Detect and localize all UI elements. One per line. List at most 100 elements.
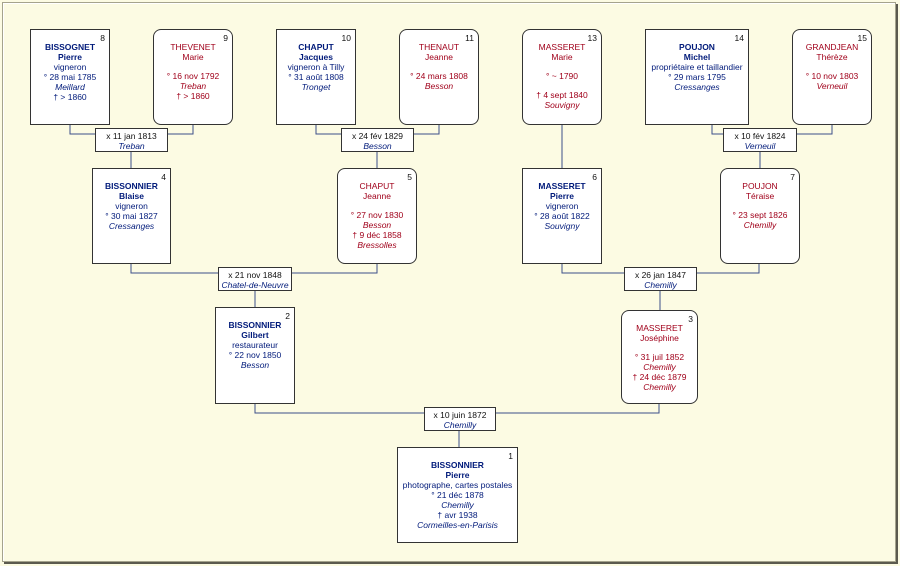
birth-place: Tronget: [301, 82, 331, 92]
birth: ° 24 mars 1808: [410, 71, 468, 81]
person-box-9[interactable]: 9 THEVENET Marie ° 16 nov 1792 Treban † …: [153, 29, 233, 125]
person-box-8[interactable]: 8 BISSOGNET Pierre vigneron ° 28 mai 178…: [30, 29, 110, 125]
birth: ° 27 nov 1830: [350, 210, 404, 220]
death: † 9 déc 1858: [352, 230, 402, 240]
surname: MASSERET: [538, 181, 586, 191]
person-box-1[interactable]: 1 BISSONNIER Pierre photographe, cartes …: [397, 447, 518, 543]
surname: THEVENET: [170, 42, 216, 52]
occupation: restaurateur: [232, 340, 278, 350]
given-name: Pierre: [57, 52, 83, 62]
birth: ° 29 mars 1795: [668, 72, 726, 82]
given-name: Marie: [551, 52, 573, 62]
birth: ° 21 déc 1878: [431, 490, 484, 500]
person-box-15[interactable]: 15 GRANDJEAN Thérèze ° 10 nov 1803 Verne…: [792, 29, 872, 125]
sosa-number: 4: [161, 172, 166, 182]
marriage-box-10-11[interactable]: x 24 fév 1829 Besson: [341, 128, 414, 152]
death-place: Chemilly: [643, 382, 676, 392]
given-name: Michel: [683, 52, 711, 62]
given-name: Joséphine: [640, 333, 679, 343]
marriage-box-6-7[interactable]: x 26 jan 1847 Chemilly: [624, 267, 697, 291]
birth-place: Cressanges: [108, 221, 155, 231]
sosa-number: 14: [734, 33, 744, 43]
birth: ° 22 nov 1850: [228, 350, 282, 360]
marriage-box-2-3[interactable]: x 10 juin 1872 Chemilly: [424, 407, 496, 431]
birth-place: Besson: [424, 81, 454, 91]
marriage-box-4-5[interactable]: x 11 jan 1813 Treban: [95, 128, 168, 152]
given-name: Pierre: [549, 191, 575, 201]
surname: CHAPUT: [298, 42, 334, 52]
person-box-2[interactable]: 2 BISSONNIER Gilbert restaurateur ° 22 n…: [215, 307, 295, 404]
birth-place: Treban: [179, 81, 207, 91]
marriage-place: Chatel-de-Neuvre: [221, 280, 289, 290]
sosa-number: 8: [100, 33, 105, 43]
marriage-box-4-5-parents[interactable]: x 21 nov 1848 Chatel-de-Neuvre: [218, 267, 292, 291]
marriage-place: Chemilly: [443, 420, 477, 430]
sosa-number: 1: [508, 451, 513, 461]
birth-place: Chemilly: [743, 220, 777, 230]
death: † > 1860: [176, 91, 210, 101]
surname: BISSOGNET: [44, 42, 96, 52]
person-box-4[interactable]: 4 BISSONNIER Blaise vigneron ° 30 mai 18…: [92, 168, 171, 264]
occupation: vigneron: [115, 201, 148, 211]
birth-place: Chemilly: [441, 500, 474, 510]
occupation: vigneron: [53, 62, 87, 72]
birth-place: Besson: [240, 360, 270, 370]
person-box-5[interactable]: 5 CHAPUT Jeanne ° 27 nov 1830 Besson † 9…: [337, 168, 417, 264]
person-box-7[interactable]: 7 POUJON Téraise ° 23 sept 1826 Chemilly: [720, 168, 800, 264]
given-name: Jeanne: [363, 191, 391, 201]
sosa-number: 3: [688, 314, 693, 324]
given-name: Blaise: [118, 191, 145, 201]
marriage-place: Treban: [118, 141, 145, 151]
death-place: Bressolles: [357, 240, 397, 250]
birth: ° ~ 1790: [546, 71, 578, 81]
death-place: Souvigny: [544, 100, 580, 110]
marriage-date: x 21 nov 1848: [228, 270, 282, 280]
given-name: Gilbert: [241, 330, 269, 340]
birth: ° 31 juil 1852: [634, 352, 685, 362]
person-box-3[interactable]: 3 MASSERET Joséphine ° 31 juil 1852 Chem…: [621, 310, 698, 404]
occupation: propriétaire et taillandier: [651, 62, 743, 72]
given-name: Jacques: [298, 52, 334, 62]
death: † 4 sept 1840: [536, 90, 588, 100]
occupation: vigneron: [545, 201, 579, 211]
person-box-11[interactable]: 11 THENAUT Jeanne ° 24 mars 1808 Besson: [399, 29, 479, 125]
birth: ° 31 août 1808: [288, 72, 344, 82]
sosa-number: 11: [465, 33, 474, 43]
birth: ° 16 nov 1792: [166, 71, 220, 81]
surname: MASSERET: [538, 42, 586, 52]
occupation: vigneron à Tilly: [287, 62, 345, 72]
birth-place: Meillard: [55, 82, 85, 92]
marriage-place: Chemilly: [644, 280, 677, 290]
person-box-14[interactable]: 14 POUJON Michel propriétaire et taillan…: [645, 29, 749, 125]
given-name: Marie: [182, 52, 204, 62]
surname: GRANDJEAN: [805, 42, 859, 52]
birth-place: Besson: [362, 220, 392, 230]
given-name: Pierre: [445, 470, 470, 480]
surname: POUJON: [679, 42, 715, 52]
birth-place: Chemilly: [643, 362, 676, 372]
marriage-date: x 24 fév 1829: [351, 131, 404, 141]
sosa-number: 10: [341, 33, 351, 43]
death: † > 1860: [53, 92, 87, 102]
surname: THENAUT: [418, 42, 460, 52]
sosa-number: 7: [790, 172, 795, 182]
person-box-6[interactable]: 6 MASSERET Pierre vigneron ° 28 août 182…: [522, 168, 602, 264]
given-name: Téraise: [745, 191, 775, 201]
sosa-number: 2: [285, 311, 290, 321]
surname: BISSONNIER: [228, 320, 282, 330]
death-place: Cormeilles-en-Parisis: [417, 520, 498, 530]
birth: ° 30 mai 1827: [105, 211, 158, 221]
given-name: Thérèze: [816, 52, 848, 62]
marriage-box-14-15[interactable]: x 10 fév 1824 Verneuil: [723, 128, 797, 152]
marriage-date: x 10 fév 1824: [734, 131, 786, 141]
occupation: photographe, cartes postales: [402, 480, 513, 490]
marriage-date: x 10 juin 1872: [433, 410, 487, 420]
surname: BISSONNIER: [105, 181, 158, 191]
surname: MASSERET: [636, 323, 683, 333]
marriage-date: x 26 jan 1847: [634, 270, 687, 280]
person-box-13[interactable]: 13 MASSERET Marie ° ~ 1790 † 4 sept 1840…: [522, 29, 602, 125]
birth: ° 28 mai 1785: [43, 72, 97, 82]
person-box-10[interactable]: 10 CHAPUT Jacques vigneron à Tilly ° 31 …: [276, 29, 356, 125]
